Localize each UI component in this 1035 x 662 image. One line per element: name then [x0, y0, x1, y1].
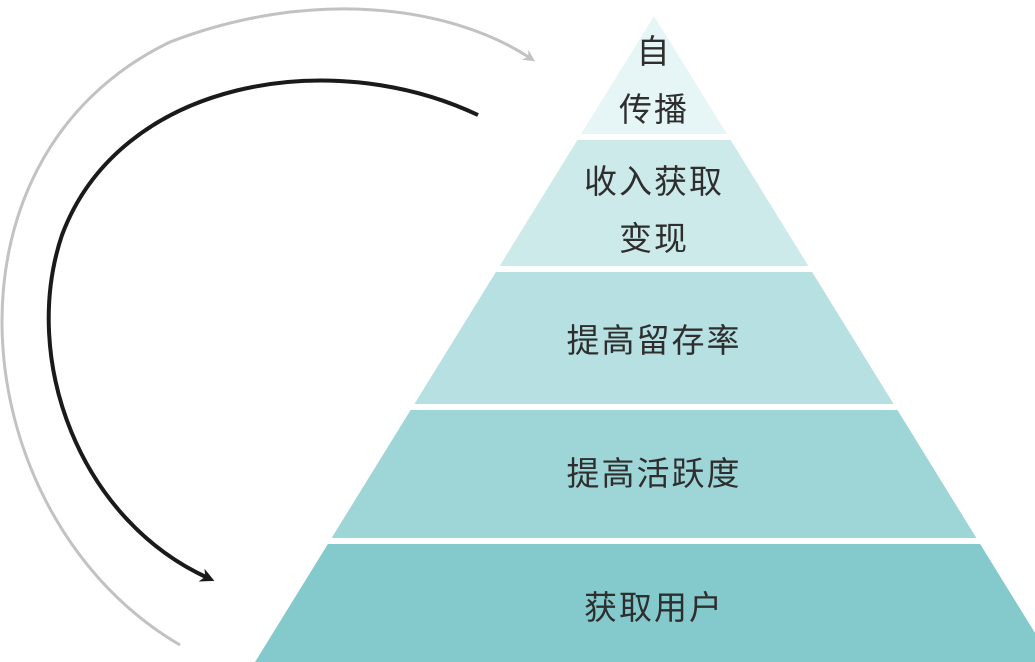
tier-top-self-spread [581, 16, 727, 134]
tier-3-line-0: 提高活跃度 [567, 454, 742, 493]
outer-cycle-arrow [0, 7, 536, 647]
tier-retention [414, 272, 894, 404]
tier-activity [331, 410, 977, 538]
tier-labels: 自 传播 收入获取 变现 提高留存率 提高活跃度 获取用户 [567, 32, 742, 627]
tier-revenue-monetization [499, 140, 809, 266]
inner-cycle-arrow [46, 78, 479, 582]
tier-0-line-1: 传播 [619, 90, 689, 129]
pyramid-tiers [255, 16, 1035, 662]
tier-2-line-0: 提高留存率 [567, 321, 742, 360]
tier-4-line-0: 获取用户 [584, 588, 724, 627]
tier-acquire-users [255, 544, 1035, 662]
tier-1-line-1: 变现 [619, 219, 689, 258]
tier-1-line-0: 收入获取 [584, 162, 724, 201]
tier-0-line-0: 自 [637, 32, 672, 71]
